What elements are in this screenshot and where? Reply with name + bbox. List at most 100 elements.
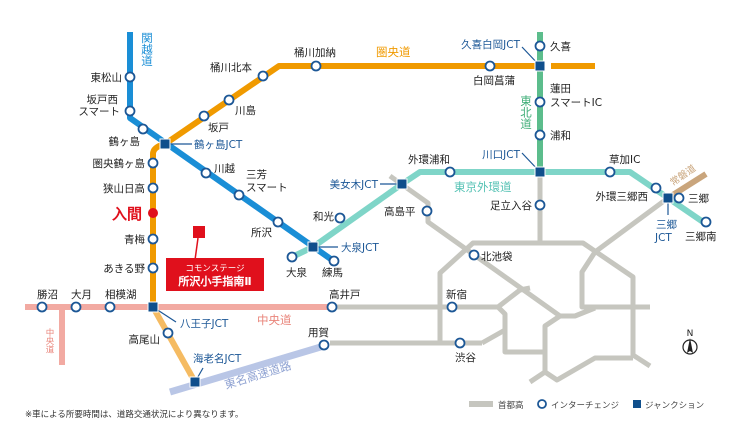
label-sagamiko: 相模湖 [105,288,137,301]
label-urawa: 浦和 [550,129,571,142]
jct-misato[interactable] [662,192,674,204]
ic-misatominami[interactable] [700,216,712,228]
road-label-chuo-branch: 中央道 [44,327,54,354]
ic-okegawakanou[interactable] [310,60,322,72]
label-higashimatsuyama: 東松山 [91,71,123,84]
label-kukishiraoka-jct: 久喜白岡JCT [461,38,520,51]
label-okegawakanou: 桶川加納 [294,46,336,59]
legend: 首都高 インターチェンジ ジャンクション [469,399,704,411]
jct-hachioji[interactable] [147,301,159,313]
ic-kenou-tsurugashima[interactable] [147,157,159,169]
label-misatominami: 三郷南 [685,230,717,243]
label-miyoshi-2: スマート [246,182,288,194]
label-sakado: 坂戸 [208,122,229,134]
jct-kukishiraoka[interactable] [534,60,546,72]
ic-sagamiko[interactable] [104,301,116,313]
ic-takashimadaira[interactable] [421,205,433,217]
destination-title: 所沢小手指南Ⅱ [178,274,251,288]
ic-takaosan[interactable] [162,327,174,339]
road-label-tohoku: 東北道 [519,95,533,130]
kanetsu-expressway [127,32,337,265]
label-sayamahidaka: 狭山日高 [103,182,145,195]
label-takaosan: 高尾山 [129,333,161,346]
ic-sakado[interactable] [198,110,210,122]
jct-ebina[interactable] [189,376,201,388]
destination-marker[interactable]: コモンステージ 所沢小手指南Ⅱ [166,226,264,291]
ic-shiraokashobu[interactable] [484,60,496,72]
label-wako: 和光 [313,210,334,223]
ic-shinjuku[interactable] [446,301,458,313]
label-tokorozawa: 所沢 [251,226,272,239]
legend-junction-icon [633,400,641,408]
label-adachiiriya: 足立入谷 [490,199,532,212]
ic-tsurugashima[interactable] [137,123,149,135]
jct-oizumi[interactable] [307,241,319,253]
ic-kawajima[interactable] [223,94,235,106]
ic-gaikan-urawa[interactable] [444,166,456,178]
ic-kawagoe[interactable] [200,167,212,179]
ic-okegawakitamoto[interactable] [257,70,269,82]
ic-wako[interactable] [334,212,346,224]
ic-tokorozawa[interactable] [272,216,284,228]
label-kawaguchi-jct: 川口JCT [482,149,520,161]
road-label-kenou: 圏央道 [376,45,411,59]
label-sakadonishi-1: 坂戸西 [87,94,119,106]
ic-misato[interactable] [673,192,685,204]
label-kawajima: 川島 [235,104,256,117]
label-kuki: 久喜 [550,40,571,53]
road-label-kanetsu: 関越道 [140,32,154,67]
ic-nerima[interactable] [328,255,340,267]
ic-urawa[interactable] [534,129,546,141]
label-takashimadaira: 高島平 [384,205,416,218]
footnote: ※車による所要時間は、道路交通状況により異なります。 [25,409,243,420]
label-hachioji-jct: 八王子JCT [180,318,229,330]
label-souka: 草加IC [609,154,640,166]
ic-akiruno[interactable] [147,262,159,274]
label-hasuda-1: 蓮田 [550,82,571,95]
jct-bijogi[interactable] [396,178,408,190]
ic-takaido[interactable] [326,301,338,313]
ic-sayamahidaka[interactable] [147,182,159,194]
jct-kawaguchi[interactable] [534,166,546,178]
iruma-label: 入間 [112,205,142,223]
label-misato: 三郷 [688,192,709,205]
label-sakadonishi-2: スマート [78,106,120,118]
label-hasuda-2: スマートIC [550,97,602,109]
ic-sakadonishi[interactable] [124,105,136,117]
jct-tsurugashima[interactable] [159,138,171,150]
ic-kuki[interactable] [534,40,546,52]
destination-subtitle: コモンステージ [185,264,244,274]
road-label-gaikan: 東京外環道 [454,180,512,194]
legend-junction-label: ジャンクション [645,401,704,411]
ic-kitaikebukuro[interactable] [468,249,480,261]
label-okegawakitamoto: 桶川北本 [210,61,252,74]
label-otsuki: 大月 [71,288,92,301]
legend-shutoko-swatch [469,401,493,407]
label-gaikan-urawa: 外環浦和 [408,153,450,166]
legend-interchange-icon [537,399,547,409]
joban-expressway [666,171,708,201]
label-kitaikebukuro: 北池袋 [481,250,513,263]
ic-otsuki[interactable] [70,301,82,313]
ic-yoga[interactable] [318,339,330,351]
ic-souka[interactable] [604,166,616,178]
ic-higashimatsuyama[interactable] [124,71,136,83]
label-katsunuma: 勝沼 [37,288,58,301]
ic-shibuya[interactable] [454,337,466,349]
iruma-marker[interactable] [148,208,158,218]
ic-miyoshi[interactable] [233,189,245,201]
label-yoga: 用賀 [308,327,329,339]
ic-ome[interactable] [147,233,159,245]
label-oizumi: 大泉 [286,266,307,279]
ic-oizumi[interactable] [286,251,298,263]
ic-gaikan-misatonishi[interactable] [650,182,662,194]
kenou-south [150,305,198,384]
label-shinjuku: 新宿 [446,288,467,301]
label-nerima: 練馬 [322,266,343,279]
ic-hasuda[interactable] [534,96,546,108]
road-label-chuo: 中央道 [257,313,292,327]
ic-adachiiriya[interactable] [534,199,546,211]
label-kawagoe: 川越 [214,162,235,175]
ic-katsunuma[interactable] [36,301,48,313]
